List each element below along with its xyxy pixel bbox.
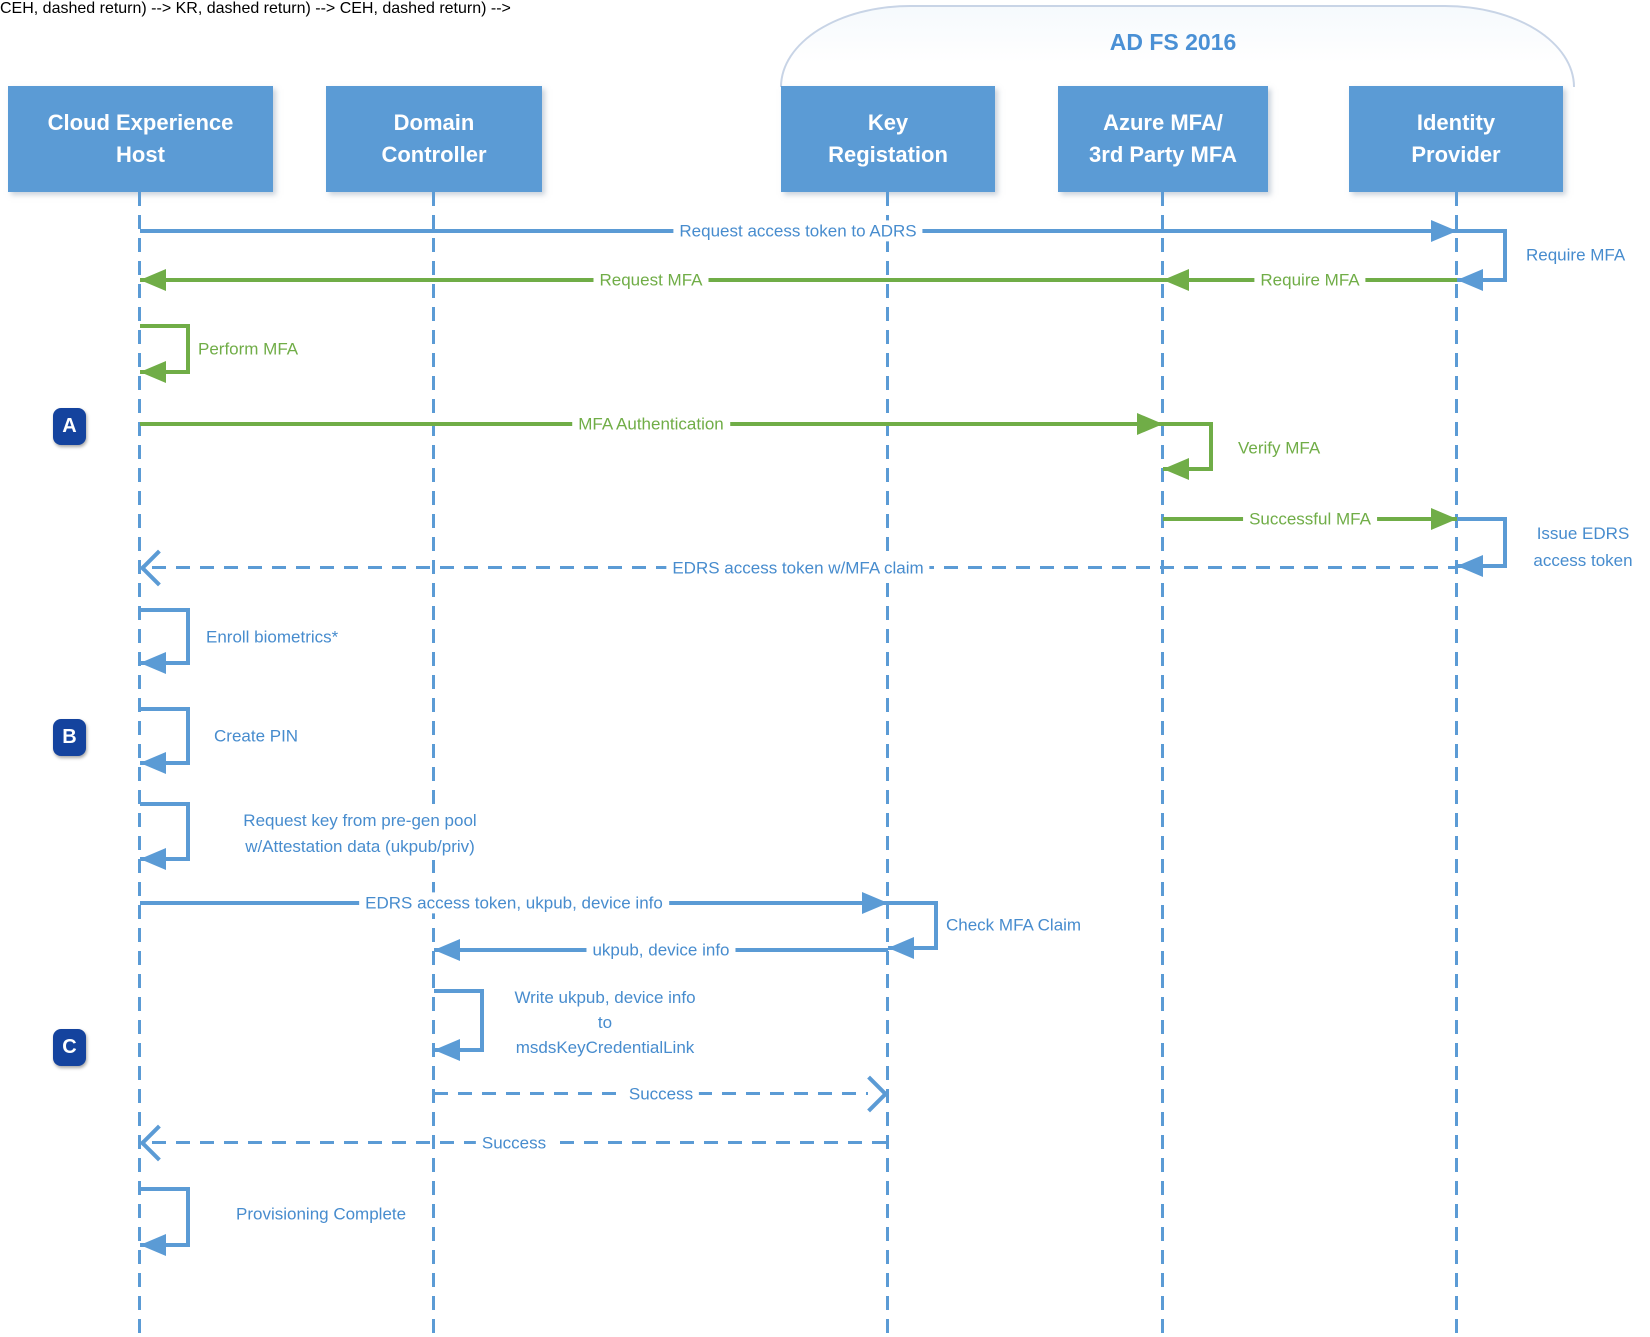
label-line: access token	[1533, 551, 1633, 570]
step-marker-c: C	[53, 1029, 86, 1066]
self-call-verify-mfa	[1163, 422, 1213, 480]
lifeline-cloud-experience-host	[138, 192, 141, 1337]
label-provisioning-complete: Provisioning Complete	[230, 1203, 413, 1225]
label-write-ukpub: Write ukpub, device info to msdsKeyCrede…	[492, 985, 718, 1060]
label-require-mfa: Require MFA	[1254, 269, 1366, 291]
self-call-check-mfa-claim	[888, 901, 938, 959]
step-marker-a: A	[53, 408, 86, 445]
label-edrs-token-mfa-claim: EDRS access token w/MFA claim	[666, 557, 930, 579]
lifeline-azure-mfa	[1161, 192, 1164, 1337]
actor-label-line: Controller	[381, 142, 487, 167]
actor-label-line: Domain	[393, 110, 475, 136]
adfs-scope-bracket	[780, 5, 1575, 87]
arrowhead-left-icon	[140, 361, 166, 383]
label-successful-mfa: Successful MFA	[1243, 508, 1377, 530]
actor-label-line: Host	[116, 142, 165, 167]
label-request-key: Request key from pre-gen pool w/Attestat…	[212, 808, 508, 860]
arrowhead-left-icon	[1457, 555, 1483, 577]
actor-label-line: Key	[867, 110, 909, 136]
actor-label-line: Identity	[1416, 110, 1496, 136]
step-marker-b: B	[53, 719, 86, 756]
arrowhead-left-icon	[140, 1234, 166, 1256]
label-line: w/Attestation data (ukpub/priv)	[245, 837, 475, 856]
arrowhead-left-icon	[140, 269, 166, 291]
label-edrs-ukpub-device: EDRS access token, ukpub, device info	[359, 892, 669, 914]
label-create-pin: Create PIN	[208, 725, 305, 747]
arrowhead-left-icon	[140, 752, 166, 774]
actor-cloud-experience-host: Cloud Experience Host	[8, 86, 273, 192]
arrowhead-left-icon	[1163, 269, 1189, 291]
self-call-request-key	[140, 802, 190, 870]
label-line: Write ukpub, device info	[514, 988, 696, 1007]
self-call-require-mfa	[1457, 229, 1507, 291]
arrowhead-left-icon	[434, 1039, 460, 1061]
arrowhead-right-icon	[1431, 220, 1457, 242]
label-perform-mfa: Perform MFA	[192, 338, 305, 360]
self-call-issue-edrs-token	[1457, 517, 1507, 577]
arrowhead-right-icon	[862, 892, 888, 914]
lifeline-domain-controller	[432, 192, 435, 1337]
arrowhead-right-icon	[1137, 413, 1163, 435]
label-require-mfa-side: Require MFA	[1520, 244, 1632, 266]
label-success-dc-kr: Success	[622, 1083, 700, 1105]
label-issue-edrs-token: Issue EDRS access token	[1520, 520, 1646, 574]
adfs-group-label: AD FS 2016	[1109, 29, 1237, 55]
actor-label-line: Azure MFA/	[1103, 110, 1223, 136]
label-mfa-authentication: MFA Authentication	[572, 413, 730, 435]
self-call-perform-mfa	[140, 324, 190, 383]
self-call-write-ukpub	[434, 989, 484, 1061]
arrowhead-left-icon	[1163, 458, 1189, 480]
arrowhead-right-icon	[1431, 508, 1457, 530]
label-check-mfa-claim: Check MFA Claim	[940, 914, 1088, 936]
actor-domain-controller: Domain Controller	[326, 86, 542, 192]
open-arrowhead-left-icon	[139, 1124, 177, 1162]
lifeline-key-registration	[886, 192, 889, 1337]
actor-identity-provider: Identity Provider	[1349, 86, 1563, 192]
actor-key-registration: Key Registation	[781, 86, 995, 192]
arrowhead-left-icon	[140, 652, 166, 674]
arrowhead-left-icon	[434, 939, 460, 961]
actor-label-line: Cloud Experience	[47, 110, 234, 136]
label-request-access-token: Request access token to ADRS	[673, 220, 923, 242]
arrowhead-left-icon	[140, 848, 166, 870]
actor-azure-mfa: Azure MFA/ 3rd Party MFA	[1058, 86, 1268, 192]
label-line: Request key from pre-gen pool	[243, 811, 477, 830]
message-line-request-mfa	[140, 278, 1457, 282]
label-request-mfa: Request MFA	[593, 269, 709, 291]
label-line: Issue EDRS	[1536, 524, 1630, 543]
label-line: to	[597, 1013, 613, 1032]
open-arrowhead-left-icon	[139, 549, 177, 587]
actor-label-line: Provider	[1411, 142, 1501, 167]
arrowhead-left-icon	[888, 937, 914, 959]
actor-label-line: Registation	[828, 142, 948, 167]
lifeline-identity-provider	[1455, 192, 1458, 1337]
actor-label-line: 3rd Party MFA	[1089, 142, 1237, 167]
self-call-enroll-biometrics	[140, 608, 190, 674]
label-verify-mfa: Verify MFA	[1232, 437, 1327, 459]
label-line: msdsKeyCredentialLink	[515, 1038, 695, 1057]
self-call-create-pin	[140, 707, 190, 774]
label-success-kr-ceh: Success	[475, 1132, 553, 1154]
arrowhead-left-icon	[1457, 269, 1483, 291]
open-arrowhead-right-icon	[851, 1075, 889, 1113]
label-enroll-biometrics: Enroll biometrics*	[200, 626, 345, 648]
label-ukpub-device-info: ukpub, device info	[586, 939, 736, 961]
self-call-provisioning-complete	[140, 1187, 190, 1256]
